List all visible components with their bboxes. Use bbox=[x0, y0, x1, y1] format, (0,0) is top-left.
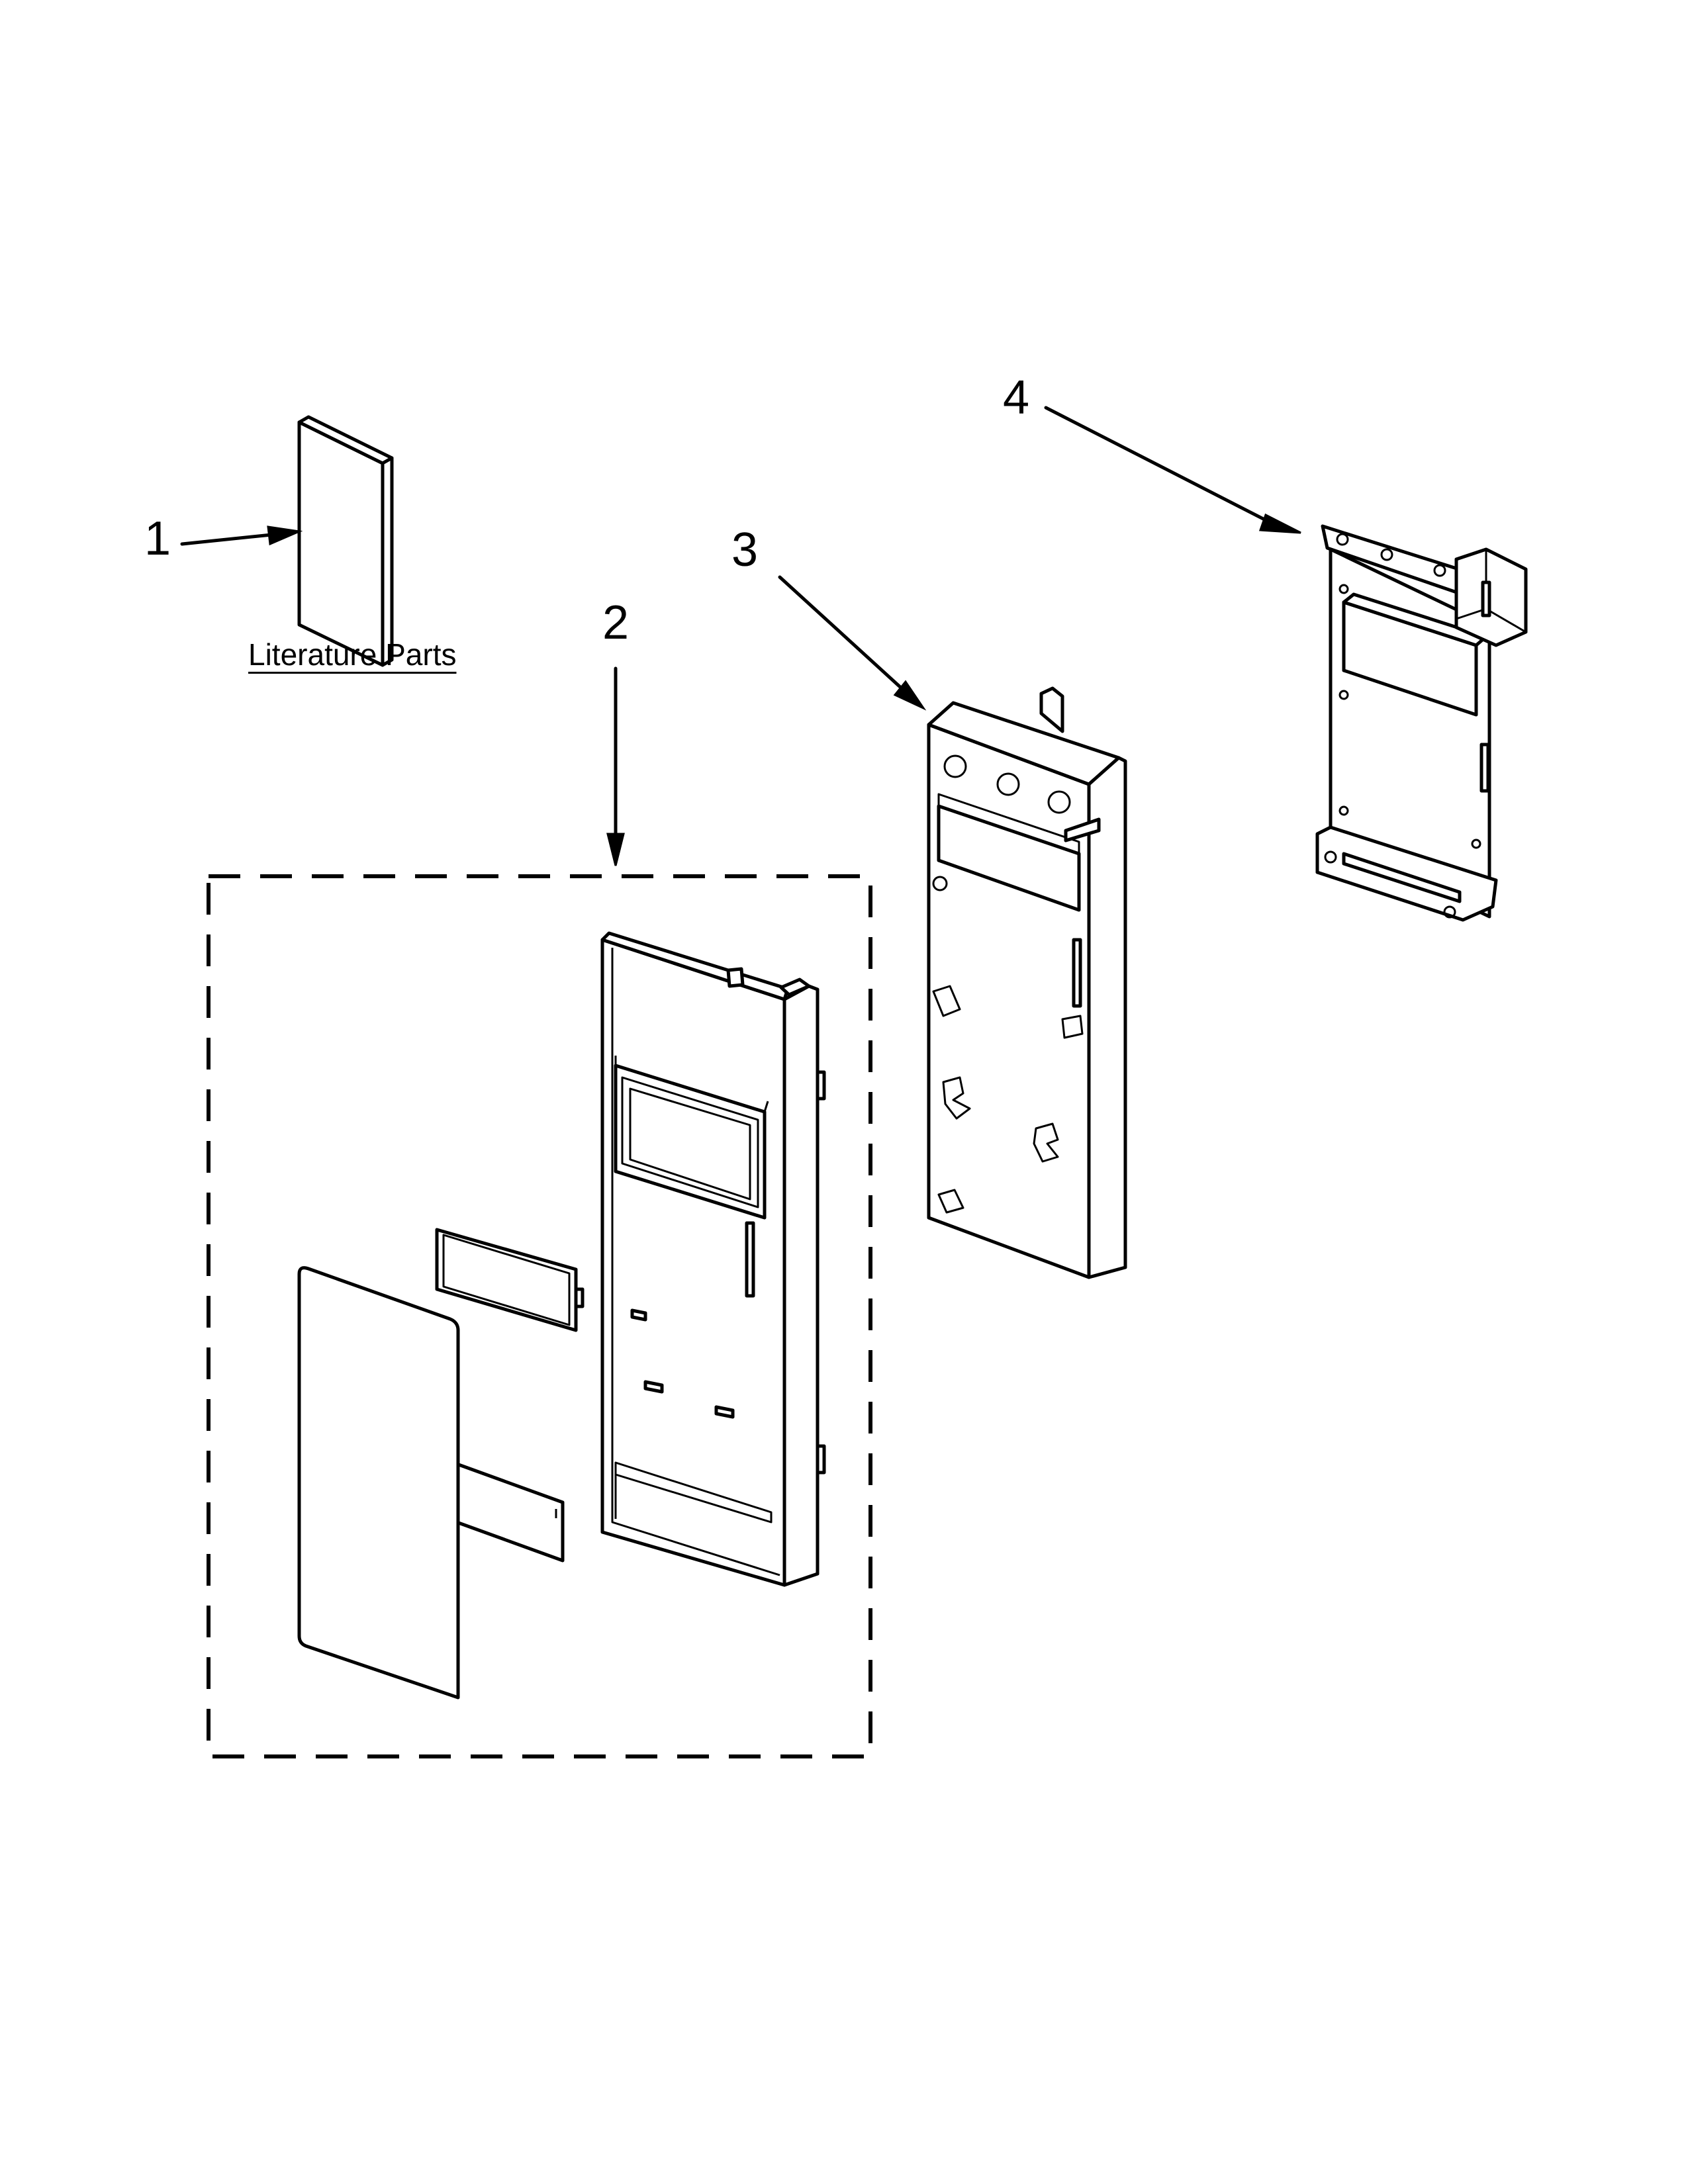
callout-number-1: 1 bbox=[144, 512, 171, 565]
ribbon-cable bbox=[455, 1462, 565, 1563]
callout-number-4: 4 bbox=[1003, 371, 1030, 424]
callout-2-arrow bbox=[606, 666, 625, 866]
callout-number-2: 2 bbox=[602, 596, 630, 649]
callout-4-arrow bbox=[1044, 406, 1301, 534]
keypad-circuit-board bbox=[435, 1228, 585, 1332]
control-panel-housing bbox=[927, 686, 1127, 1279]
kit-boundary-dashed bbox=[207, 874, 872, 1758]
literature-booklet bbox=[297, 415, 394, 667]
membrane-touchpad-overlay bbox=[297, 1266, 460, 1700]
callout-number-3: 3 bbox=[731, 523, 759, 576]
callout-1-arrow bbox=[180, 525, 303, 546]
control-panel-frame bbox=[600, 931, 826, 1587]
electronic-control-board bbox=[1315, 524, 1528, 922]
callout-3-arrow bbox=[778, 575, 927, 711]
literature-parts-caption: Literature Parts bbox=[248, 637, 457, 672]
